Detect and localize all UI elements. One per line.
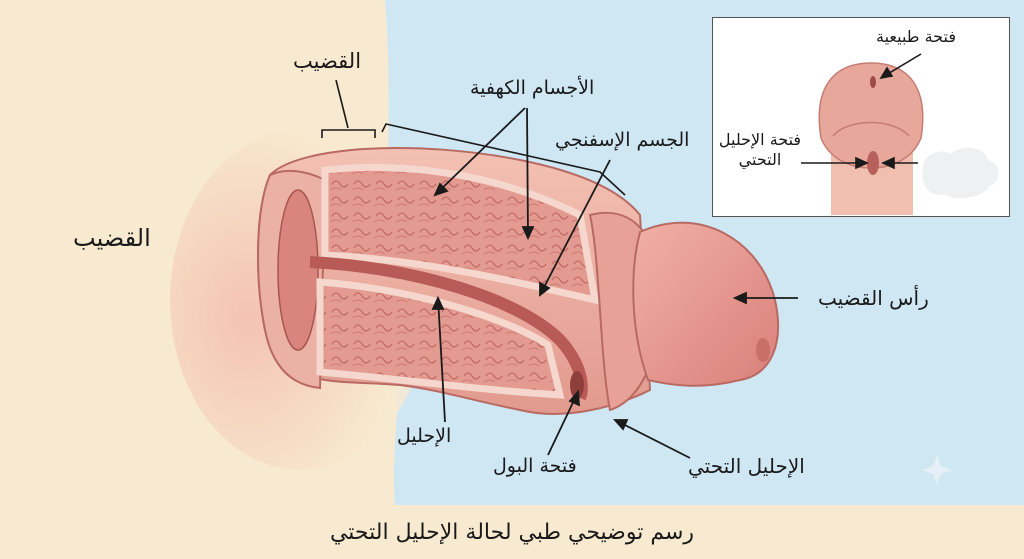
- inset-illustration: [801, 53, 999, 215]
- label-urinary-opening: فتحة البول: [493, 455, 577, 477]
- caption-bar: رسم توضيحي طبي لحالة الإحليل التحتي: [0, 505, 1024, 559]
- bracket-top-long: [381, 123, 626, 196]
- label-corpora-cavernosa: الأجسام الكهفية: [470, 77, 595, 99]
- inset-cloud: [922, 147, 999, 199]
- label-corpus-spongiosum: الجسم الإسفنجي: [555, 129, 690, 151]
- meatus-tip: [756, 338, 770, 362]
- label-glans: رأس القضيب: [818, 286, 929, 310]
- leader-penis-top: [335, 79, 349, 129]
- inset-normal-opening-label: فتحة طبيعية: [876, 27, 956, 46]
- ventral-opening: [570, 371, 584, 399]
- label-penis-left: القضيب: [73, 224, 151, 252]
- inset-normal-opening: [870, 76, 876, 88]
- sparkle-icon: [922, 455, 952, 485]
- bracket-top-short: [321, 129, 376, 138]
- inset-hypospadias-opening-label: فتحة الإحليل التحتي: [718, 130, 802, 169]
- label-hypospadias: الإحليل التحتي: [688, 454, 805, 478]
- label-penis-top: القضيب: [293, 49, 362, 73]
- inset-panel: فتحة طبيعية فتحة الإحليل التحتي: [712, 17, 1010, 217]
- inset-hypospadias-opening: [867, 151, 879, 175]
- inset-arrows: [801, 53, 922, 170]
- glans: [632, 221, 780, 387]
- diagram-caption: رسم توضيحي طبي لحالة الإحليل التحتي: [329, 519, 695, 545]
- inset-glans-ridge: [832, 121, 910, 137]
- leader-arrows: [431, 107, 798, 459]
- cross-section-inner: [277, 189, 319, 351]
- label-urethra: الإحليل: [397, 425, 452, 447]
